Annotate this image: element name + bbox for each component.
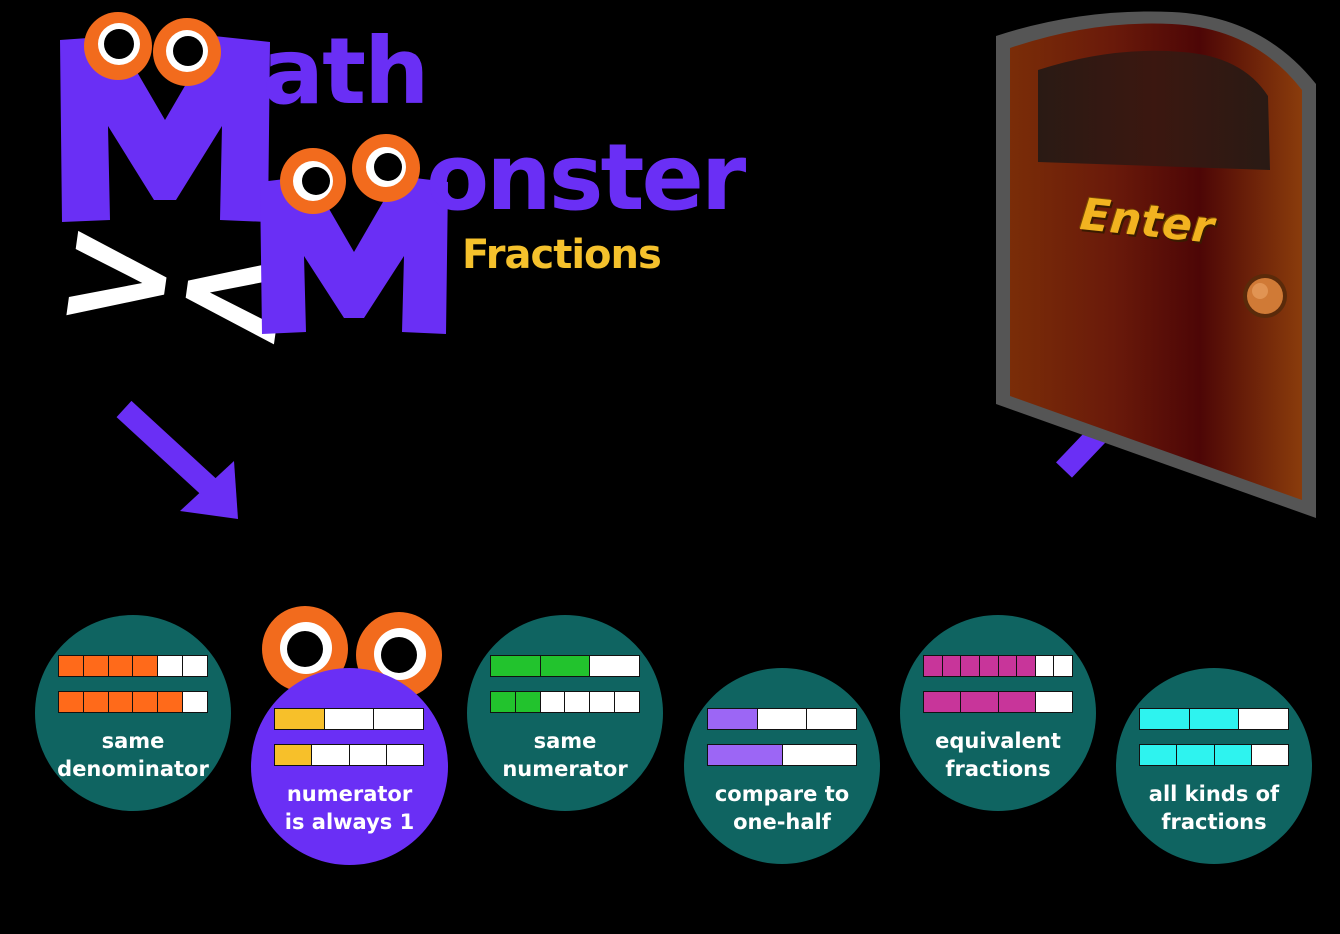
monster-eye-right	[356, 612, 442, 698]
fraction-cell-filled	[540, 656, 590, 676]
fraction-cell-filled	[1017, 656, 1035, 676]
fraction-cell-empty	[540, 692, 565, 712]
fraction-cell-empty	[374, 709, 424, 729]
fraction-bar-1	[1139, 708, 1289, 730]
fraction-bar-1	[274, 708, 424, 730]
level-label: numerator is always 1	[284, 782, 415, 834]
fraction-cell-empty	[1239, 709, 1289, 729]
arrow-down-right-icon	[116, 400, 238, 519]
logo-eye-right-2	[352, 134, 420, 202]
fraction-cell-empty	[349, 745, 386, 765]
fraction-cell-empty	[590, 692, 615, 712]
logo-eye-left-2	[280, 148, 346, 214]
level-compare-one-half-button[interactable]: compare to one-half	[684, 668, 880, 864]
game-logo: ath >< onster Fractions	[0, 0, 800, 385]
fraction-bar-1	[707, 708, 857, 730]
fraction-cell-filled	[1140, 709, 1189, 729]
fraction-cell-filled	[491, 692, 515, 712]
fraction-cell-empty	[158, 656, 183, 676]
fraction-cell-filled	[59, 692, 83, 712]
fraction-cell-empty	[565, 692, 590, 712]
fraction-cell-empty	[1035, 656, 1054, 676]
fraction-cell-empty	[590, 656, 640, 676]
fraction-cell-empty	[183, 656, 207, 676]
fraction-cell-filled	[708, 745, 782, 765]
fraction-cell-filled	[158, 692, 183, 712]
level-numerator-always-1-button[interactable]: numerator is always 1	[251, 668, 448, 865]
fraction-cell-empty	[807, 709, 857, 729]
fraction-cell-empty	[1035, 692, 1072, 712]
fraction-cell-empty	[324, 709, 374, 729]
logo-eye-right-1	[153, 18, 221, 86]
fraction-bar-1	[923, 655, 1073, 677]
level-all-kinds-button[interactable]: all kinds of fractions	[1116, 668, 1312, 864]
level-same-denominator-button[interactable]: same denominator	[35, 615, 231, 811]
level-equivalent-fractions-button[interactable]: equivalent fractions	[900, 615, 1096, 811]
fraction-cell-filled	[1177, 745, 1214, 765]
fraction-cell-filled	[59, 656, 83, 676]
level-label: compare to one-half	[714, 782, 850, 834]
fraction-cell-filled	[515, 692, 540, 712]
fraction-cell-filled	[979, 656, 998, 676]
fraction-cell-filled	[133, 692, 158, 712]
fraction-cell-filled	[108, 692, 133, 712]
fraction-bar-2	[490, 691, 640, 713]
fraction-cell-filled	[998, 692, 1035, 712]
level-same-numerator-button[interactable]: same numerator	[467, 615, 663, 811]
logo-letter-m-1	[60, 36, 270, 222]
fraction-cell-filled	[83, 656, 108, 676]
fraction-cell-filled	[275, 709, 324, 729]
fraction-cell-filled	[108, 656, 133, 676]
fraction-cell-empty	[312, 745, 349, 765]
fraction-cell-filled	[1140, 745, 1177, 765]
fraction-bar-2	[1139, 744, 1289, 766]
logo-subtitle: Fractions	[462, 232, 662, 278]
fraction-cell-filled	[275, 745, 312, 765]
fraction-cell-filled	[491, 656, 540, 676]
fraction-cell-empty	[386, 745, 423, 765]
fraction-cell-empty	[1054, 656, 1072, 676]
fraction-cell-empty	[782, 745, 856, 765]
fraction-cell-filled	[961, 692, 998, 712]
fraction-cell-filled	[924, 692, 961, 712]
level-select: same denominator numerator is always 1 s…	[0, 600, 1340, 900]
fraction-bar-2	[58, 691, 208, 713]
logo-word-ath: ath	[262, 18, 430, 125]
fraction-cell-filled	[708, 709, 757, 729]
logo-word-onster: onster	[426, 124, 746, 231]
fraction-cell-filled	[1189, 709, 1239, 729]
fraction-cell-filled	[942, 656, 961, 676]
fraction-cell-filled	[961, 656, 979, 676]
fraction-cell-filled	[998, 656, 1017, 676]
fraction-bar-2	[274, 744, 424, 766]
fraction-cell-empty	[757, 709, 807, 729]
fraction-cell-filled	[1214, 745, 1251, 765]
logo-eye-left-1	[84, 12, 152, 80]
fraction-bar-2	[923, 691, 1073, 713]
fraction-cell-empty	[1251, 745, 1288, 765]
door-icon	[996, 11, 1316, 518]
level-label: all kinds of fractions	[1148, 782, 1280, 834]
fraction-cell-filled	[133, 656, 158, 676]
fraction-cell-filled	[924, 656, 942, 676]
fraction-cell-empty	[183, 692, 207, 712]
level-label: equivalent fractions	[935, 729, 1061, 781]
fraction-bar-1	[490, 655, 640, 677]
level-label: same numerator	[502, 729, 628, 781]
fraction-cell-empty	[615, 692, 639, 712]
fraction-cell-filled	[83, 692, 108, 712]
fraction-bar-2	[707, 744, 857, 766]
logo-letter-m-2	[260, 176, 448, 334]
enter-door[interactable]: Enter	[992, 6, 1322, 526]
level-label: same denominator	[57, 729, 209, 781]
fraction-bar-1	[58, 655, 208, 677]
